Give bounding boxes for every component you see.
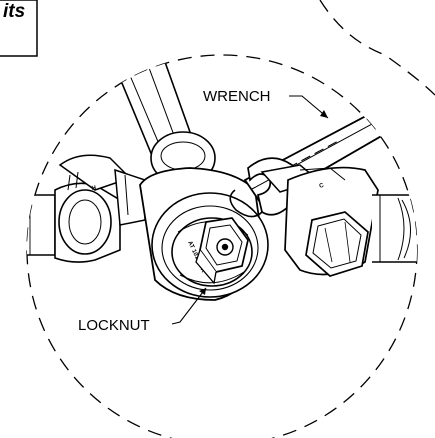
wrench-leader-arrow — [320, 110, 328, 118]
wrench-callout-label: WRENCH — [203, 88, 271, 105]
locknut-leader-arrow — [199, 288, 206, 295]
right-fitting: C — [260, 164, 417, 277]
locknut-leader-line — [171, 287, 207, 325]
wrench-leader-line — [289, 95, 329, 119]
stem-nut — [195, 217, 249, 285]
left-handle-stamp: H — [91, 185, 96, 192]
secondary-dashed-arc — [319, 0, 435, 96]
riser-pipe — [98, 55, 216, 185]
valve-body: AT 101 BOX — [139, 167, 269, 301]
locknut-callout-label: LOCKNUT — [78, 317, 150, 334]
corner-title-box: its — [0, 0, 38, 57]
right-handle-stamp: C — [319, 183, 326, 190]
corner-title-text: its — [3, 1, 25, 22]
left-fitting: H — [27, 154, 146, 263]
clipped-parts: H AT 101 BOX — [27, 55, 417, 301]
